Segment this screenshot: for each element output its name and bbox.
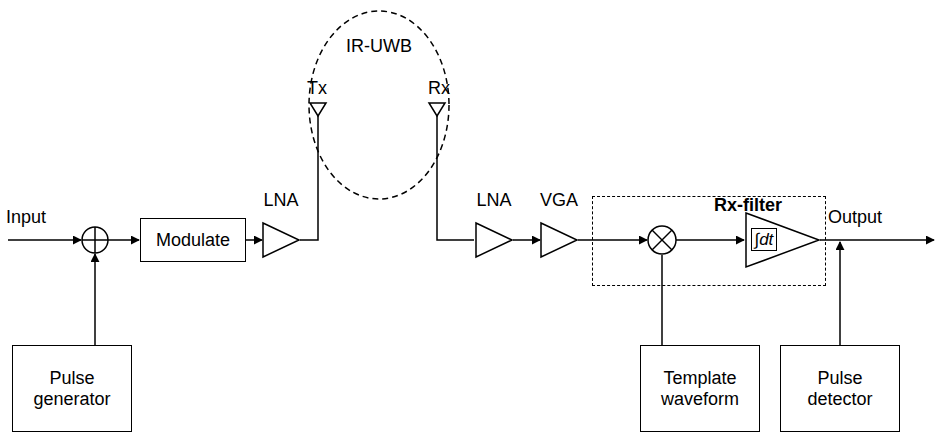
template-wire <box>661 255 663 345</box>
signal-connector <box>513 239 540 241</box>
summing-junction <box>82 227 108 253</box>
pulse-wire <box>94 254 96 345</box>
integrator-symbol: ∫dt <box>745 212 820 268</box>
amplifier-symbol-outline <box>475 222 513 258</box>
signal-label: Output <box>828 207 882 228</box>
amplifier-symbol-shape <box>263 223 299 257</box>
signal-label: Rx <box>428 78 450 99</box>
filter-group-box: Rx-filter∫dt <box>592 196 826 286</box>
signal-label: Tx <box>307 78 327 99</box>
multiplier-cross <box>652 230 672 250</box>
rx-antenna <box>429 103 445 116</box>
multiplier <box>648 226 676 254</box>
tx-feed-wire <box>300 115 318 240</box>
signal-label: Input <box>6 207 46 228</box>
amplifier-label: LNA <box>242 190 320 211</box>
process-box: Pulse generator <box>12 345 132 432</box>
mult-wire <box>676 239 744 241</box>
box-label: Pulse generator <box>17 368 127 410</box>
amplifier-symbol: VGA <box>540 222 578 258</box>
amplifier-symbol-shape <box>476 223 512 257</box>
integrator-symbol-shape <box>746 213 819 267</box>
sum-wire <box>108 239 139 241</box>
ir-uwb-region: IR-UWB <box>308 10 450 200</box>
process-box: Pulse detector <box>780 345 900 432</box>
vga-wire <box>578 239 647 241</box>
signal-connector <box>246 239 262 241</box>
multiplier-cross <box>652 230 672 250</box>
tx-antenna <box>310 103 326 116</box>
output-wire <box>820 239 934 241</box>
amplifier-symbol-outline <box>262 222 300 258</box>
amplifier-label: VGA <box>520 190 598 211</box>
input-wire <box>8 239 81 241</box>
integrator-label: ∫dt <box>751 228 778 251</box>
process-box: Template waveform <box>640 345 760 432</box>
amplifier-symbol: LNA <box>475 222 513 258</box>
amplifier-symbol-shape <box>541 223 577 257</box>
box-label: Template waveform <box>645 368 755 410</box>
region-label: IR-UWB <box>308 36 450 57</box>
ir-uwb-region-shape <box>309 11 449 199</box>
box-label: Modulate <box>156 230 230 251</box>
detector-wire <box>839 242 841 345</box>
amplifier-symbol: LNA <box>262 222 300 258</box>
amplifier-label: LNA <box>455 190 533 211</box>
process-box: Modulate <box>140 218 246 262</box>
sum-plus <box>94 227 96 253</box>
amplifier-symbol-outline <box>540 222 578 258</box>
rx-feed-wire <box>437 116 474 240</box>
box-label: Pulse detector <box>785 368 895 410</box>
